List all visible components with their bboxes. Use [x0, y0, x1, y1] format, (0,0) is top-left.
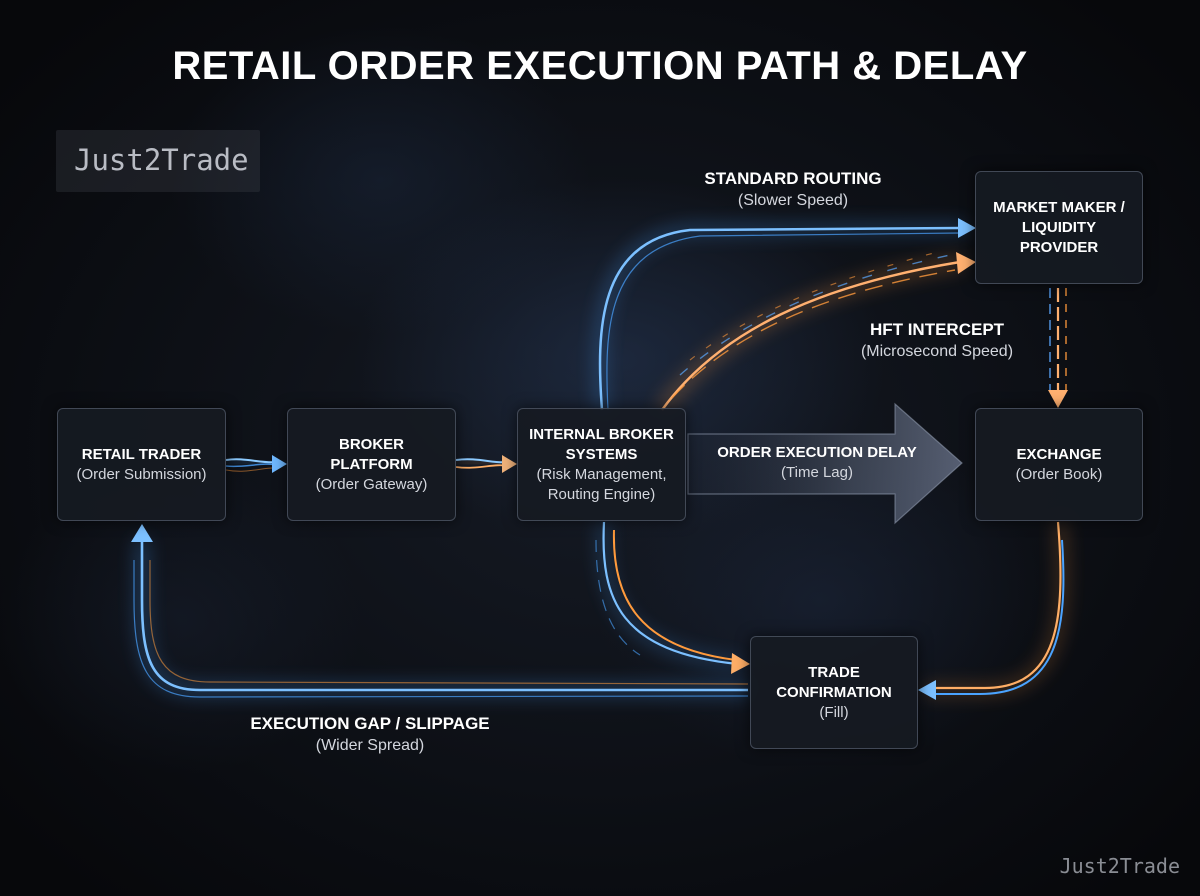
- label-subtitle: (Slower Speed): [737, 192, 849, 209]
- node-title: EXCHANGE: [1016, 445, 1102, 463]
- label-execution-delay: ORDER EXECUTION DELAY (Time Lag): [700, 443, 934, 483]
- node-subtitle-line-1: (Risk Management,: [536, 465, 667, 483]
- arrow-trader-to-platform: [225, 455, 287, 473]
- node-exchange: EXCHANGE (Order Book): [975, 408, 1143, 521]
- label-execution-gap: EXECUTION GAP / SLIPPAGE (Wider Spread): [220, 713, 520, 757]
- brand-logo-box: [56, 130, 260, 192]
- node-title-line-2: SYSTEMS: [565, 445, 638, 463]
- arrow-hft-intercept: [657, 249, 976, 414]
- label-subtitle: (Time Lag): [781, 464, 853, 481]
- node-internal-broker-systems: INTERNAL BROKER SYSTEMS (Risk Management…: [517, 408, 686, 521]
- label-subtitle: (Wider Spread): [315, 737, 425, 754]
- label-title: ORDER EXECUTION DELAY: [717, 444, 917, 461]
- node-title: RETAIL TRADER: [81, 445, 202, 463]
- node-subtitle: (Fill): [819, 703, 849, 721]
- label-title: HFT INTERCEPT: [869, 320, 1005, 339]
- node-retail-trader: RETAIL TRADER (Order Submission): [57, 408, 226, 521]
- label-subtitle: (Microsecond Speed): [860, 343, 1014, 360]
- node-trade-confirmation: TRADE CONFIRMATION (Fill): [750, 636, 918, 749]
- label-standard-routing: STANDARD ROUTING (Slower Speed): [663, 168, 923, 212]
- label-hft-intercept: HFT INTERCEPT (Microsecond Speed): [822, 319, 1052, 363]
- node-subtitle: (Order Submission): [76, 465, 207, 483]
- arrow-exchange-to-confirmation: [918, 521, 1067, 700]
- node-market-maker: MARKET MAKER / LIQUIDITY PROVIDER: [975, 171, 1143, 284]
- node-title-line-1: INTERNAL BROKER: [529, 425, 674, 443]
- arrow-internal-to-confirmation: [595, 521, 750, 674]
- node-title-line-2: CONFIRMATION: [776, 683, 892, 701]
- node-title-line-2: LIQUIDITY: [1021, 218, 1097, 236]
- arrow-platform-to-internal: [455, 455, 517, 473]
- node-title-line-3: PROVIDER: [1019, 238, 1099, 256]
- brand-logo: Just2Trade: [74, 143, 249, 177]
- node-title-line-1: BROKER: [338, 435, 404, 453]
- execution-delay-arrow: [687, 402, 963, 525]
- arrow-maker-to-exchange: [1048, 288, 1068, 408]
- arrow-standard-routing: [595, 218, 976, 411]
- node-subtitle: (Order Gateway): [315, 475, 428, 493]
- arrow-confirmation-to-trader: [131, 524, 749, 698]
- node-subtitle-line-2: Routing Engine): [547, 485, 656, 503]
- node-subtitle: (Order Book): [1015, 465, 1103, 483]
- label-title: STANDARD ROUTING: [704, 169, 882, 188]
- label-title: EXECUTION GAP / SLIPPAGE: [250, 714, 490, 733]
- node-title-line-1: TRADE: [808, 663, 860, 681]
- node-title-line-1: MARKET MAKER /: [993, 198, 1125, 216]
- page-title: RETAIL ORDER EXECUTION PATH & DELAY: [172, 44, 1028, 88]
- brand-watermark: Just2Trade: [1059, 854, 1180, 878]
- node-broker-platform: BROKER PLATFORM (Order Gateway): [287, 408, 456, 521]
- node-title-line-2: PLATFORM: [330, 455, 413, 473]
